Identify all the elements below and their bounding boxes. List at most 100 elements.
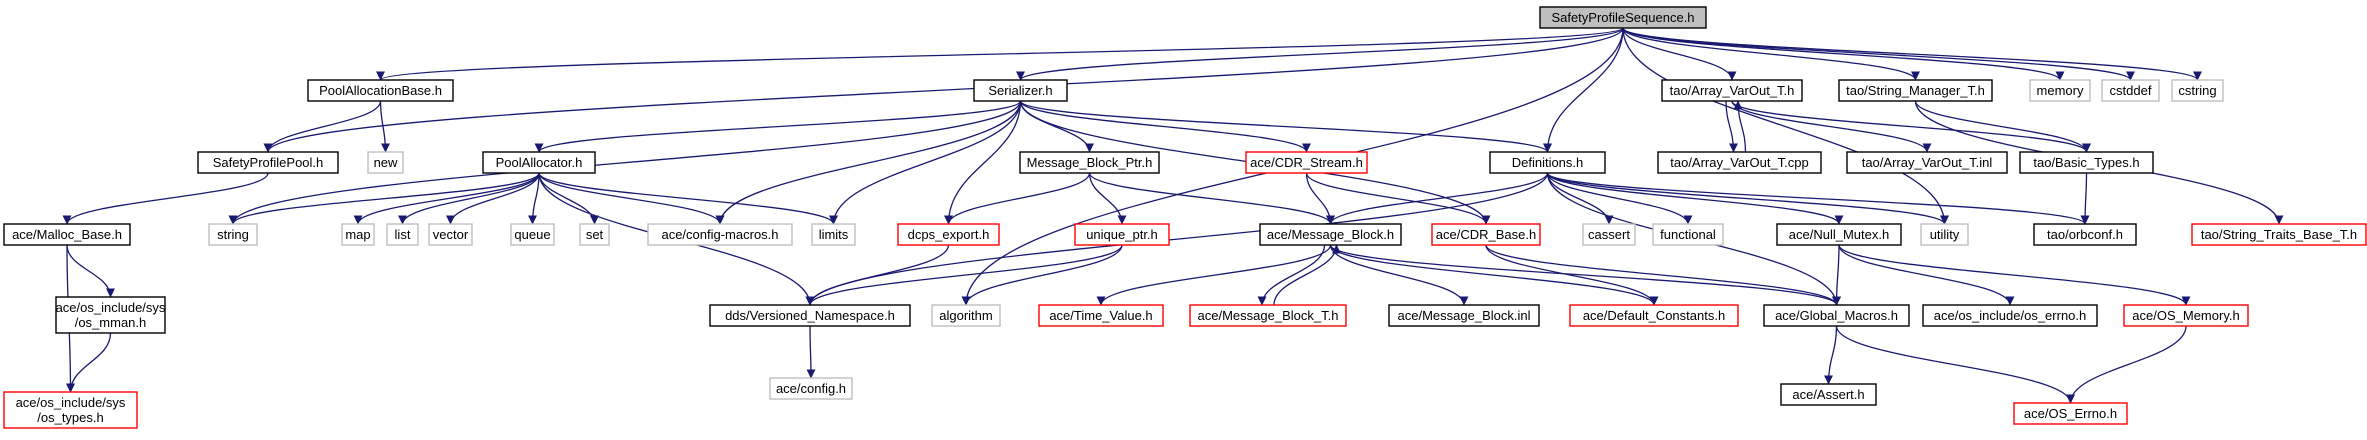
node-ace-assert-h[interactable]: ace/Assert.h	[1780, 383, 1877, 406]
node-label: ace/Malloc_Base.h	[12, 227, 122, 242]
edge-msgb-to-mbt	[1257, 244, 1326, 306]
node-tao-basic-types-h[interactable]: tao/Basic_Types.h	[2019, 151, 2154, 174]
node-tao-string-manager-t-h[interactable]: tao/String_Manager_T.h	[1838, 79, 1993, 102]
node-box	[1780, 383, 1877, 406]
node-safetyprofilesequence-h[interactable]: SafetyProfileSequence.h	[1539, 6, 1707, 29]
node-box	[1920, 223, 1969, 246]
dependency-edge	[1622, 27, 1737, 81]
node-tao-orbconf-h[interactable]: tao/orbconf.h	[2033, 223, 2137, 246]
node-box	[1189, 304, 1347, 327]
dependency-edge	[715, 100, 1022, 225]
node-label: new	[374, 155, 398, 170]
edge-vns-to-cfg	[806, 325, 816, 379]
node-vector[interactable]: vector	[428, 223, 473, 246]
node-box	[1569, 304, 1739, 327]
node-tao-array-varout-t-inl[interactable]: tao/Array_VarOut_T.inl	[1846, 151, 2008, 174]
node-box	[3, 391, 138, 429]
node-poolallocationbase-h[interactable]: PoolAllocationBase.h	[307, 79, 454, 102]
node-definitions-h[interactable]: Definitions.h	[1489, 151, 1606, 174]
dependency-edge	[1622, 27, 2202, 81]
edge-uptr-to-vns	[805, 244, 1123, 306]
edge-root-to-ser	[1016, 27, 1624, 81]
node-map[interactable]: map	[341, 223, 375, 246]
node-ace-os-memory-h[interactable]: ace/OS_Memory.h	[2123, 304, 2249, 327]
edge-ser-to-string	[228, 100, 1022, 225]
node-box	[1922, 304, 2098, 327]
node-new[interactable]: new	[367, 151, 404, 174]
node-label: tao/String_Manager_T.h	[1846, 83, 1985, 98]
node-tao-string-traits-base-t-h[interactable]: tao/String_Traits_Base_T.h	[2191, 223, 2367, 246]
edge-root-to-cstring	[1622, 27, 2202, 81]
node-box	[2171, 79, 2224, 102]
dependency-edge	[1731, 100, 2091, 153]
node-utility[interactable]: utility	[1920, 223, 1969, 246]
node-serializer-h[interactable]: Serializer.h	[973, 79, 1068, 102]
node-ace-message-block-t-h[interactable]: ace/Message_Block_T.h	[1189, 304, 1347, 327]
node-safetyprofilepool-h[interactable]: SafetyProfilePool.h	[197, 151, 339, 174]
node-ace-message-block-h[interactable]: ace/Message_Block.h	[1259, 223, 1402, 246]
node-label: PoolAllocationBase.h	[319, 83, 442, 98]
node-ace-message-block-inl[interactable]: ace/Message_Block.inl	[1388, 304, 1540, 327]
node-tao-array-varout-t-cpp[interactable]: tao/Array_VarOut_T.cpp	[1657, 151, 1822, 174]
edge-osmman-to-ostypes	[66, 332, 112, 393]
node-string[interactable]: string	[208, 223, 258, 246]
edge-cdrs-to-cdrb	[1305, 172, 1491, 225]
edge-defs-to-functional	[1546, 172, 1693, 225]
node-ace-cdr-base-h[interactable]: ace/CDR_Base.h	[1431, 223, 1541, 246]
node-functional[interactable]: functional	[1652, 223, 1724, 246]
node-cassert[interactable]: cassert	[1582, 223, 1636, 246]
node-ace-cdr-stream-h[interactable]: ace/CDR_Stream.h	[1245, 151, 1368, 174]
edge-mbt-to-msgb	[1273, 244, 1341, 306]
node-queue[interactable]: queue	[510, 223, 555, 246]
node-box	[709, 304, 911, 327]
node-box	[973, 79, 1068, 102]
node-ace-null-mutex-h[interactable]: ace/Null_Mutex.h	[1776, 223, 1902, 246]
node-dcps-export-h[interactable]: dcps_export.h	[897, 223, 1000, 246]
node-label: ace/os_include/os_errno.h	[1934, 308, 2087, 323]
node-label: set	[586, 227, 604, 242]
node-unique-ptr-h[interactable]: unique_ptr.h	[1074, 223, 1170, 246]
node-ace-os-include-os-errno-h[interactable]: ace/os_include/os_errno.h	[1922, 304, 2098, 327]
node-limits[interactable]: limits	[811, 223, 856, 246]
node-ace-os-include-sys-os-types-h[interactable]: ace/os_include/sys/os_types.h	[3, 391, 138, 429]
node-memory[interactable]: memory	[2029, 79, 2091, 102]
dependency-edge	[538, 172, 838, 225]
node-label: ace/config.h	[776, 381, 846, 396]
edge-osmem-to-oserr	[2066, 325, 2187, 404]
node-ace-malloc-base-h[interactable]: ace/Malloc_Base.h	[3, 223, 131, 246]
node-box	[2191, 223, 2367, 246]
node-ace-config-h[interactable]: ace/config.h	[769, 377, 853, 400]
node-set[interactable]: set	[579, 223, 610, 246]
node-box	[1388, 304, 1540, 327]
node-cstddef[interactable]: cstddef	[2101, 79, 2160, 102]
node-ace-config-macros-h[interactable]: ace/config-macros.h	[647, 223, 793, 246]
edge-root-to-avt	[1622, 27, 1737, 81]
node-cstring[interactable]: cstring	[2171, 79, 2224, 102]
node-ace-default-constants-h[interactable]: ace/Default_Constants.h	[1569, 304, 1739, 327]
node-box	[367, 151, 404, 174]
dependency-edge	[1731, 100, 1932, 153]
dependency-edge	[534, 100, 1022, 153]
node-box	[2033, 223, 2137, 246]
node-ace-os-include-sys-os-mman-h[interactable]: ace/os_include/sys/os_mman.h	[55, 296, 166, 334]
edge-cdrs-to-msgb	[1305, 172, 1335, 225]
node-ace-os-errno-h[interactable]: ace/OS_Errno.h	[2013, 402, 2128, 425]
node-ace-global-macros-h[interactable]: ace/Global_Macros.h	[1763, 304, 1910, 327]
node-dds-versioned-namespace-h[interactable]: dds/Versioned_Namespace.h	[709, 304, 911, 327]
edge-msgb-to-gm	[1329, 244, 1841, 306]
node-poolallocator-h[interactable]: PoolAllocator.h	[482, 151, 596, 174]
dependency-edge	[1016, 27, 1624, 81]
node-ace-time-value-h[interactable]: ace/Time_Value.h	[1038, 304, 1164, 327]
dependency-edge	[1622, 27, 1949, 225]
node-message-block-ptr-h[interactable]: Message_Block_Ptr.h	[1019, 151, 1160, 174]
node-label: queue	[514, 227, 550, 242]
edge-msgb-to-mbinl	[1329, 244, 1469, 306]
node-algorithm[interactable]: algorithm	[931, 304, 1001, 327]
node-label: ace/Message_Block.h	[1267, 227, 1394, 242]
node-box	[197, 151, 339, 174]
edge-pa-to-limits	[538, 172, 838, 225]
node-box	[931, 304, 1001, 327]
node-list[interactable]: list	[386, 223, 419, 246]
node-tao-array-varout-t-h[interactable]: tao/Array_VarOut_T.h	[1661, 79, 1803, 102]
node-label: dcps_export.h	[908, 227, 990, 242]
